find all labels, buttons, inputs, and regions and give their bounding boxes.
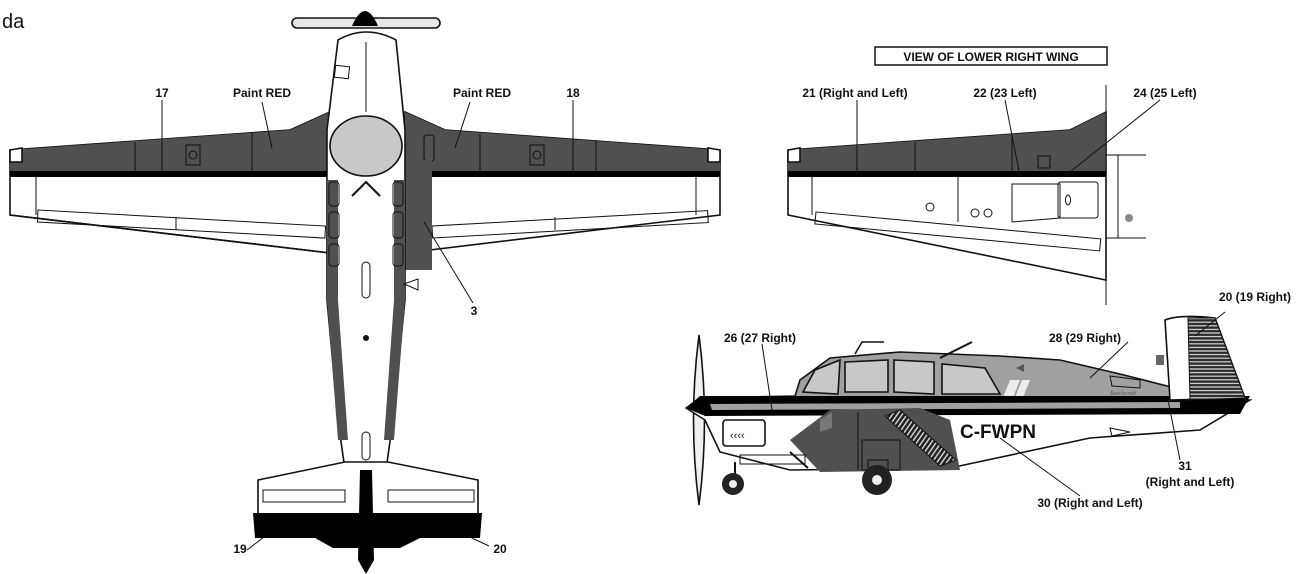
lower-wing-view: VIEW OF LOWER RIGHT WING 21 (Right and L… — [787, 46, 1197, 305]
label-18: 18 — [566, 86, 580, 100]
registration-mark: C-FWPN — [960, 422, 1036, 443]
top-view-leaders — [161, 100, 574, 551]
label-30: 30 (Right and Left) — [1037, 496, 1142, 510]
label-22: 22 (23 Left) — [973, 86, 1036, 100]
label-paint-red-left: Paint RED — [233, 86, 291, 100]
top-fuselage — [326, 31, 419, 471]
label-20-top: 20 — [493, 542, 507, 556]
view-title: VIEW OF LOWER RIGHT WING — [903, 50, 1078, 64]
label-31-detail: (Right and Left) — [1146, 475, 1235, 489]
label-19: 19 — [233, 542, 247, 556]
tail-script-marking: Beechcraft — [1110, 390, 1136, 397]
label-31: 31 — [1178, 459, 1192, 473]
label-24: 24 (25 Left) — [1133, 86, 1196, 100]
label-28: 28 (29 Right) — [1049, 331, 1121, 345]
top-tail — [253, 461, 482, 574]
side-propeller — [692, 334, 706, 506]
right-wing — [404, 110, 721, 270]
label-17: 17 — [155, 86, 169, 100]
label-paint-red-right: Paint RED — [453, 86, 511, 100]
label-20-side: 20 (19 Right) — [1219, 290, 1291, 304]
corner-text: da — [2, 11, 25, 33]
svg-text:‹‹‹‹: ‹‹‹‹ — [730, 430, 745, 442]
view-title-box — [874, 46, 1108, 66]
label-26: 26 (27 Right) — [724, 331, 796, 345]
left-wing — [9, 110, 331, 254]
label-3: 3 — [471, 304, 478, 318]
top-view: 17 Paint RED Paint RED 18 3 19 20 — [9, 11, 721, 574]
label-21: 21 (Right and Left) — [802, 86, 907, 100]
side-view: Beechcraft ‹‹‹‹ C-FWPN 26 (27 Right) 28 … — [684, 290, 1291, 510]
top-propeller — [291, 11, 441, 29]
